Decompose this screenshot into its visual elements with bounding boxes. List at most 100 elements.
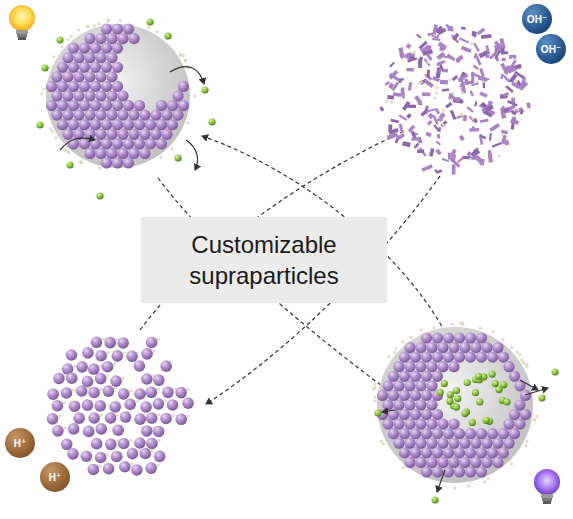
nanoparticle — [476, 428, 487, 439]
ligand-dot — [67, 151, 69, 153]
nanoparticle — [134, 100, 145, 111]
nanoparticle — [498, 447, 509, 458]
nanoparticle — [146, 438, 158, 450]
ligand-dot — [67, 38, 69, 40]
nanoparticle — [101, 81, 112, 92]
ligand-dot — [182, 55, 184, 57]
fragment — [451, 95, 460, 102]
ligand-dot — [129, 390, 131, 392]
nanoparticle — [145, 119, 156, 130]
ligand-dot — [469, 158, 471, 160]
fragment — [469, 128, 479, 132]
nanoparticle — [81, 450, 93, 462]
guest-molecule — [437, 389, 444, 396]
nanoparticle — [90, 100, 101, 111]
nanoparticle — [101, 119, 112, 130]
ligand-dot — [380, 440, 382, 442]
ligand-dot — [395, 347, 397, 349]
nanoparticle — [470, 457, 481, 468]
nanoparticle — [393, 361, 404, 372]
release-arrow — [437, 470, 445, 492]
ligand-dot — [382, 443, 384, 445]
fragment — [500, 111, 506, 119]
fragment — [437, 134, 441, 139]
ligand-dot — [99, 167, 101, 169]
fragment — [416, 34, 421, 39]
ligand-dot — [157, 464, 159, 466]
ion-label: OH⁻ — [541, 44, 561, 55]
nanoparticle — [88, 363, 100, 375]
guest-molecule — [551, 368, 558, 375]
ligand-dot — [129, 439, 131, 441]
fragment — [402, 141, 411, 147]
nanoparticle — [399, 390, 410, 401]
nanoparticle — [175, 387, 187, 399]
nanoparticle — [134, 437, 146, 449]
nanoparticle — [101, 157, 112, 168]
ligand-dot — [459, 322, 461, 324]
fragment — [519, 109, 524, 114]
ligand-dot — [180, 53, 182, 55]
nanoparticle — [68, 119, 79, 130]
nanoparticle — [84, 90, 95, 101]
nanoparticle — [62, 90, 73, 101]
nanoparticle — [141, 425, 153, 437]
ligand-dot — [414, 51, 416, 53]
ligand-dot — [151, 449, 153, 451]
ligand-dot — [87, 387, 89, 389]
fragment — [445, 102, 452, 108]
nanoparticle — [503, 438, 514, 449]
ligand-dot — [64, 427, 66, 429]
nanoparticle — [118, 438, 130, 450]
guest-molecule — [475, 373, 482, 380]
fragment — [414, 143, 420, 149]
ligand-dot — [67, 151, 69, 153]
supraparticles — [36, 18, 558, 503]
nanoparticle — [106, 90, 117, 101]
nanoparticle — [73, 52, 84, 63]
nanoparticle — [101, 23, 112, 34]
fragment — [485, 45, 490, 54]
ligand-dot — [99, 465, 101, 467]
nanoparticle — [448, 342, 459, 353]
fragment — [442, 88, 449, 91]
ion-circle: OH⁻ — [536, 34, 566, 64]
fragment — [426, 45, 431, 49]
nanoparticle — [514, 419, 525, 430]
nanoparticle — [106, 71, 117, 82]
nanoparticle — [117, 110, 128, 121]
ligand-dot — [388, 356, 390, 358]
ligand-dot — [49, 127, 51, 129]
fragment — [445, 24, 454, 32]
nanoparticle — [498, 352, 509, 363]
fragment — [456, 55, 464, 63]
nanoparticle — [432, 332, 443, 343]
nanoparticle — [140, 401, 152, 413]
nanoparticle — [487, 447, 498, 458]
nanoparticle — [399, 447, 410, 458]
guest-molecule — [464, 379, 471, 386]
ligand-dot — [187, 415, 189, 417]
nanoparticle — [509, 428, 520, 439]
ligand-dot — [452, 92, 454, 94]
guest-molecule — [453, 404, 460, 411]
nanoparticle — [112, 81, 123, 92]
ligand-dot — [373, 400, 375, 402]
guest-molecule — [454, 395, 461, 402]
nanoparticle — [432, 409, 443, 420]
guest-molecule — [492, 380, 499, 387]
nanoparticle — [448, 419, 459, 430]
ligand-dot — [430, 35, 432, 37]
fragment — [473, 43, 480, 52]
nanoparticle — [68, 43, 79, 54]
nanoparticle — [454, 428, 465, 439]
nanoparticle — [492, 438, 503, 449]
ligand-dot — [417, 146, 419, 148]
ligand-dot — [435, 92, 437, 94]
nanoparticle — [57, 119, 68, 130]
ligand-dot — [131, 463, 133, 465]
nanoparticle — [470, 342, 481, 353]
guest-molecule — [201, 86, 208, 93]
nanoparticle — [388, 428, 399, 439]
ion-circle: OH⁻ — [522, 4, 552, 34]
